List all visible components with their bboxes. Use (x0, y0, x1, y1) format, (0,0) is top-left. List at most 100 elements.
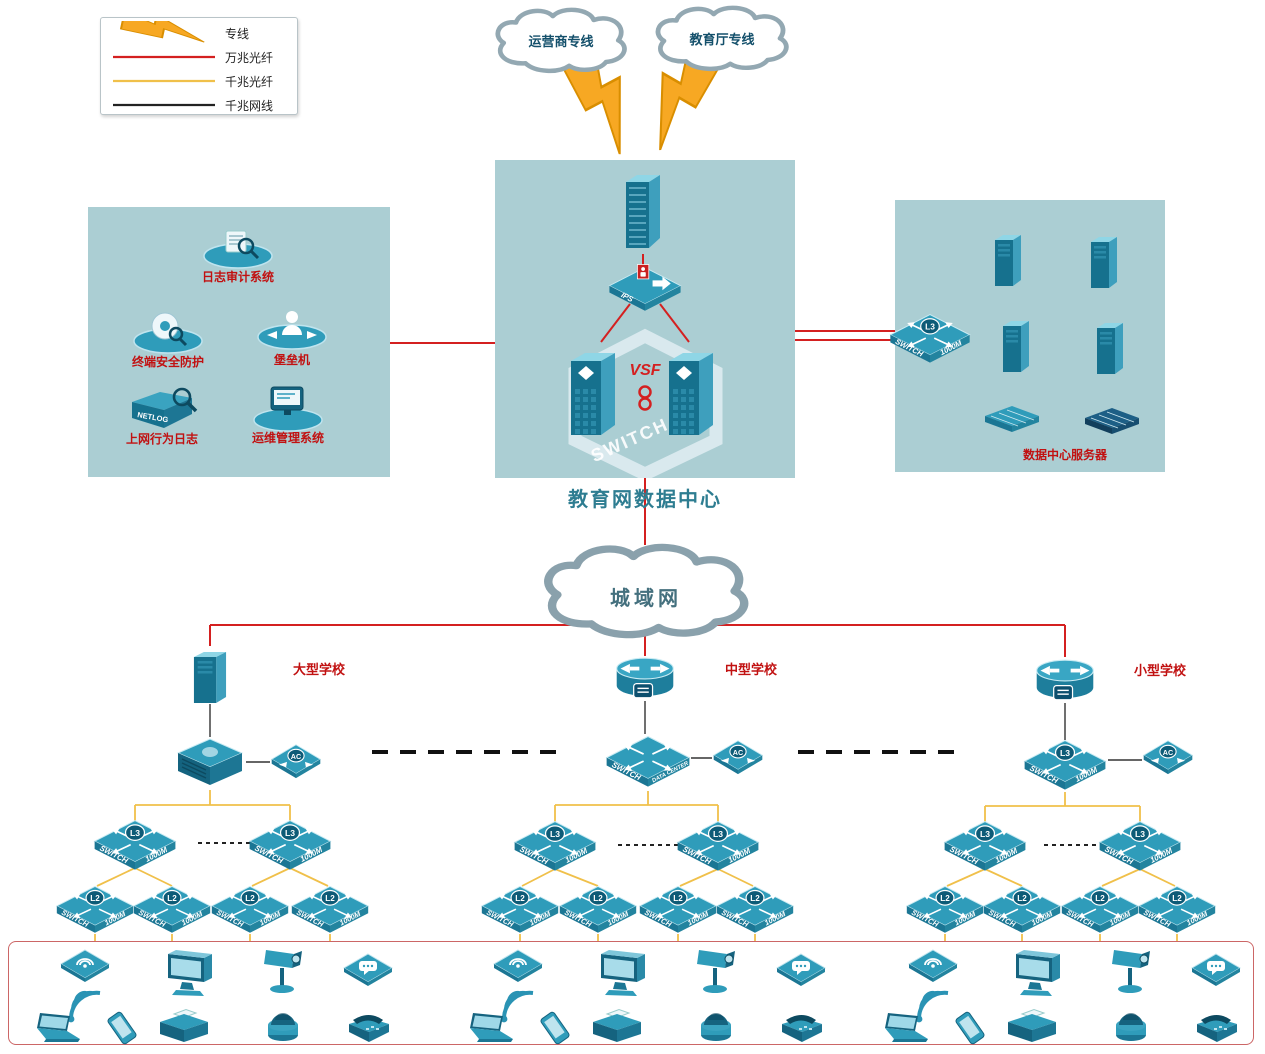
tower-server-icon (991, 228, 1025, 290)
school-label: 小型学校 (1133, 663, 1186, 678)
l3-switch-icon: L3 SWITCH 1000M (941, 819, 1029, 874)
wireless-ap-icon (59, 949, 111, 983)
ptz-camera-icon (693, 944, 739, 996)
vsf-label: VSF (629, 362, 661, 379)
svg-text:L2: L2 (593, 894, 603, 903)
svg-text:L2: L2 (940, 894, 950, 903)
svg-text:L2: L2 (325, 894, 335, 903)
l2-switch-icon: L2 SWITCH 1000M (289, 884, 371, 936)
wifi-signal-icon (62, 983, 108, 1023)
l2-switch-icon: L2 SWITCH 1000M (1059, 884, 1141, 936)
l3-switch-icon: L3 SWITCH 1000M (887, 312, 973, 366)
svg-text:L2: L2 (167, 894, 177, 903)
terminal-devices-panel (8, 941, 1254, 1045)
cloud-shape (544, 543, 749, 639)
l3-switch-icon: L3 SWITCH 1000M (511, 819, 599, 874)
tower-server-icon (999, 314, 1033, 376)
dome-camera-icon (262, 1005, 304, 1043)
legend-label: 千兆光纤 (225, 74, 274, 89)
l2-switch-icon: L2 SWITCH 1000M (131, 884, 213, 936)
l3-switch-icon: L3 SWITCH 1000M (1021, 738, 1109, 793)
router-icon (612, 653, 678, 703)
line-sample (109, 69, 219, 93)
security-gateway-icon (172, 735, 248, 791)
l2-switch-icon: L2 SWITCH 1000M (209, 884, 291, 936)
desk-phone-icon (1191, 1010, 1241, 1046)
ac-controller-icon: AC (1141, 739, 1195, 775)
operator-cloud: 运营商专线 (486, 6, 636, 76)
svg-text:L2: L2 (1172, 894, 1182, 903)
dashed-links-small (198, 842, 1102, 846)
smartphone-icon (105, 1009, 139, 1047)
legend-label: 千兆网线 (225, 98, 274, 113)
router-icon (1032, 655, 1098, 705)
l3-switch-icon: L3 SWITCH 1000M (91, 818, 179, 873)
l2-switch-icon: L2 SWITCH 1000M (981, 884, 1063, 936)
datacenter-switch-icon: SWITCH DATA CENTER (604, 733, 692, 791)
system-label: 上网行为日志 (125, 432, 198, 446)
l2-switch-icon: L2 SWITCH 1000M (637, 884, 719, 936)
legend-item: 专线 (109, 21, 289, 45)
dome-camera-icon (1110, 1005, 1152, 1043)
svg-text:L3: L3 (980, 829, 990, 839)
ips-device-icon: IPS (607, 263, 683, 313)
svg-text:L2: L2 (750, 894, 760, 903)
smartphone-icon (538, 1009, 572, 1047)
svg-text:AC: AC (291, 752, 301, 761)
smartphone-icon (953, 1009, 987, 1047)
l2-switch-icon: L2 SWITCH 1000M (1136, 884, 1218, 936)
line-sample (109, 93, 219, 117)
svg-text:L2: L2 (90, 894, 100, 903)
svg-text:L3: L3 (285, 828, 295, 838)
l3-switch-icon: L3 SWITCH 1000M (1096, 819, 1184, 874)
l2-switch-icon: L2 SWITCH 1000M (479, 884, 561, 936)
wifi-signal-icon (910, 983, 956, 1023)
metro-network-cloud: 城域网 (530, 542, 762, 642)
desktop-pc-icon (595, 950, 651, 998)
legend-item: 千兆光纤 (109, 69, 289, 93)
ac-controller-icon: AC (269, 743, 323, 779)
legend-item: 千兆网线 (109, 93, 289, 117)
svg-text:L3: L3 (925, 322, 935, 332)
system-label: 终端安全防护 (131, 355, 204, 369)
voip-terminal-icon (342, 953, 394, 987)
1g-fiber-lines (94, 790, 1178, 941)
lightning-icon (109, 21, 219, 45)
svg-text:L2: L2 (673, 894, 683, 903)
cloud-shape (495, 7, 627, 73)
server-icon (189, 645, 231, 707)
svg-text:L3: L3 (1135, 829, 1145, 839)
laptop-icon (878, 1011, 932, 1045)
education-cloud: 教育厅专线 (646, 4, 798, 74)
printer-icon (156, 1006, 210, 1046)
rack-server-icon (981, 404, 1043, 434)
cloud-label: 城域网 (610, 588, 682, 610)
bastion-host-icon (254, 305, 330, 353)
printer-icon (589, 1006, 643, 1046)
netlog-icon: NETLOG (124, 384, 204, 436)
line-sample (109, 45, 219, 69)
desktop-pc-icon (162, 950, 218, 998)
desk-phone-icon (776, 1010, 826, 1046)
svg-text:AC: AC (1163, 748, 1173, 757)
l2-switch-icon: L2 SWITCH 1000M (904, 884, 986, 936)
core-server-icon (565, 341, 621, 441)
ptz-camera-icon (1108, 944, 1154, 996)
svg-text:L2: L2 (1017, 894, 1027, 903)
wireless-ap-icon (492, 949, 544, 983)
svg-text:L2: L2 (245, 894, 255, 903)
legend: 专线万兆光纤千兆光纤千兆网线 (100, 17, 298, 115)
l3-switch-icon: L3 SWITCH 1000M (674, 819, 762, 874)
ops-management-icon (250, 383, 326, 433)
laptop-icon (463, 1011, 517, 1045)
legend-label: 万兆光纤 (225, 50, 274, 65)
vsf-link-icon (637, 384, 653, 414)
ac-controller-icon: AC (711, 739, 765, 775)
datacenter-title: 教育网数据中心 (568, 489, 722, 511)
dome-camera-icon (695, 1005, 737, 1043)
system-label: 日志审计系统 (201, 270, 274, 284)
school-label: 大型学校 (292, 662, 345, 677)
cloud-shape (655, 5, 789, 71)
l2-switch-icon: L2 SWITCH 1000M (557, 884, 639, 936)
terminal-security-icon (130, 307, 206, 355)
